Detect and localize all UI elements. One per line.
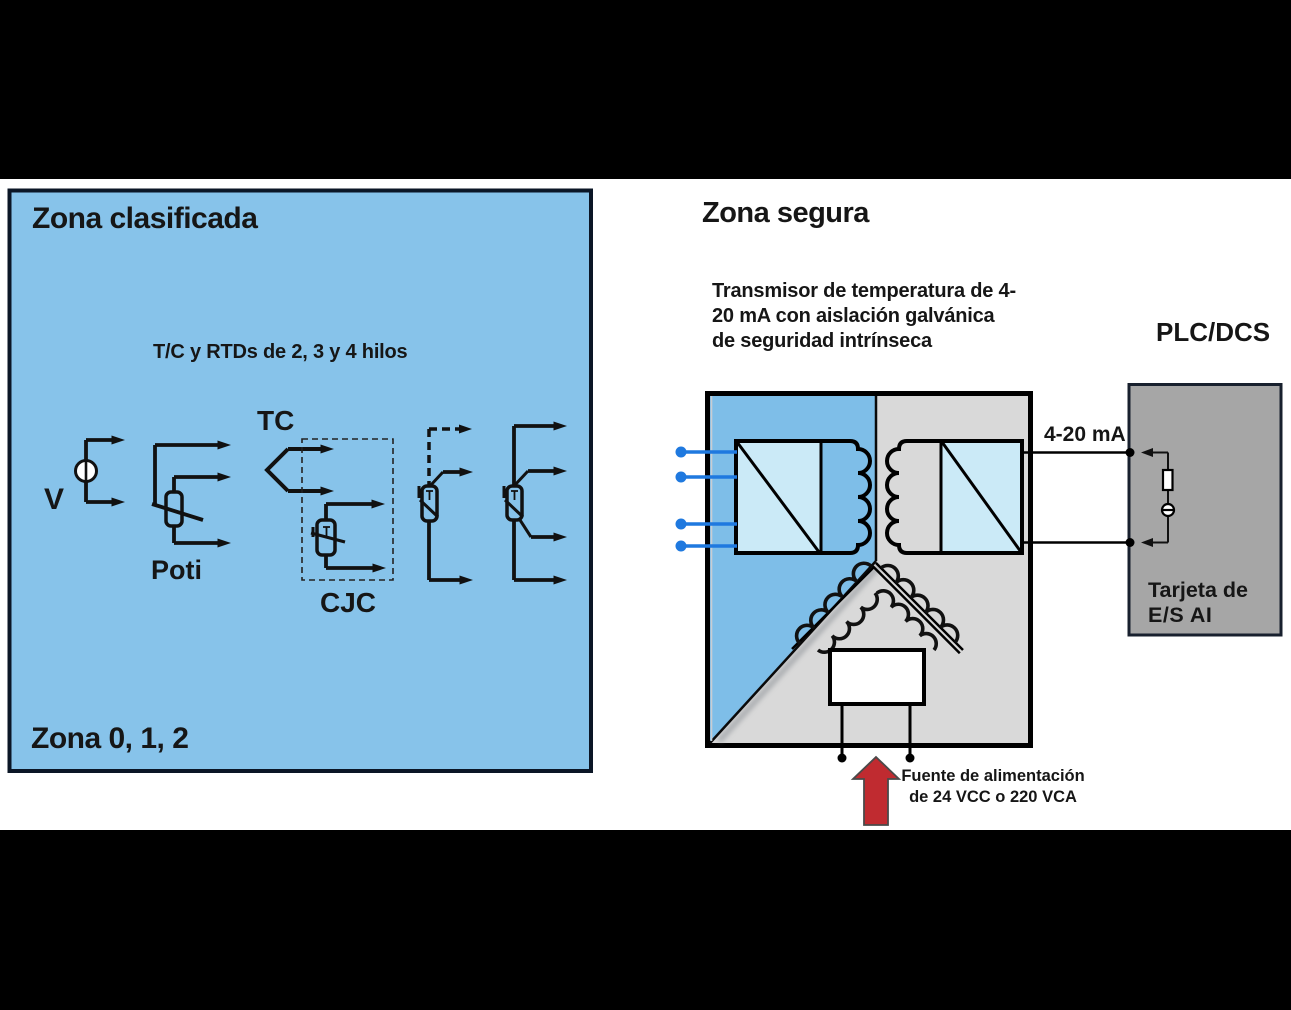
svg-text:4-20 mA: 4-20 mA xyxy=(1044,423,1126,446)
svg-text:Poti: Poti xyxy=(151,555,202,585)
svg-text:de 24 VCC o 220 VCA: de 24 VCC o 220 VCA xyxy=(909,788,1077,806)
svg-text:Transmisor de temperatura de 4: Transmisor de temperatura de 4- xyxy=(712,280,1016,302)
svg-text:Tarjeta de: Tarjeta de xyxy=(1148,578,1248,602)
svg-text:CJC: CJC xyxy=(320,587,376,618)
svg-text:V: V xyxy=(44,483,64,516)
svg-text:Zona segura: Zona segura xyxy=(702,197,870,229)
svg-text:Fuente de alimentación: Fuente de alimentación xyxy=(901,767,1084,785)
svg-text:PLC/DCS: PLC/DCS xyxy=(1156,317,1270,347)
svg-text:E/S AI: E/S AI xyxy=(1148,603,1212,627)
svg-text:Zona 0, 1, 2: Zona 0, 1, 2 xyxy=(31,722,188,755)
svg-text:TC: TC xyxy=(257,405,294,436)
svg-text:20 mA con aislación galvánica: 20 mA con aislación galvánica xyxy=(712,305,996,327)
svg-text:Zona clasificada: Zona clasificada xyxy=(32,202,258,235)
svg-text:T/C y RTDs de 2, 3 y 4 hilos: T/C y RTDs de 2, 3 y 4 hilos xyxy=(153,341,408,363)
svg-text:de seguridad intrínseca: de seguridad intrínseca xyxy=(712,330,933,352)
